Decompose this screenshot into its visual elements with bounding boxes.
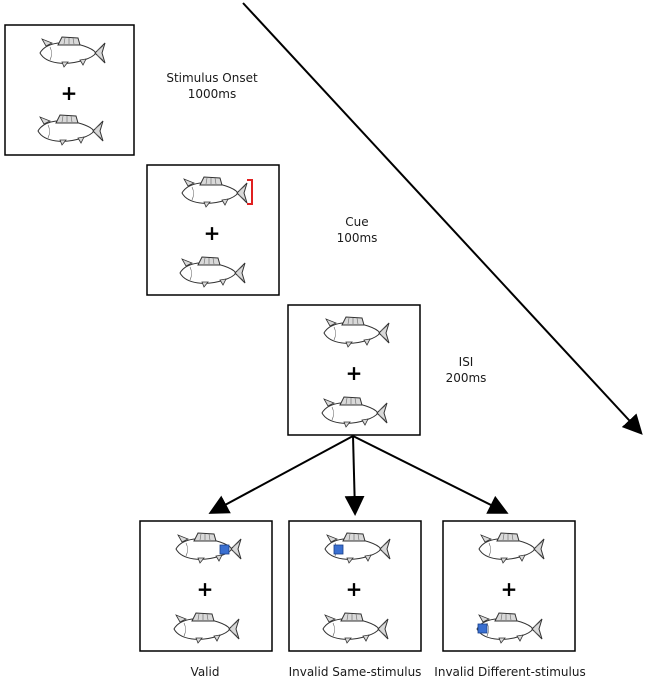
time-arrow [242, 2, 643, 435]
stage-isi-duration: 200ms [445, 371, 487, 385]
stage-onset-box: + [4, 24, 135, 156]
condition-valid-box: + [139, 520, 273, 652]
arrow-to-invalid-same [344, 435, 365, 516]
cue-bracket [247, 179, 253, 205]
arrow-to-invalid-different [352, 435, 509, 514]
stage-cue-label: Cue 100ms [337, 214, 378, 246]
fixation-cross: + [61, 81, 78, 105]
stage-isi-name: ISI [458, 355, 474, 369]
target-square [333, 544, 344, 555]
condition-valid-label: Valid [190, 665, 220, 679]
arrow-to-valid [208, 435, 354, 514]
fixation-cross: + [501, 577, 518, 601]
stage-cue-box: + [146, 164, 280, 296]
fixation-cross: + [346, 361, 363, 385]
stage-onset-name: Stimulus Onset [166, 71, 258, 85]
target-square [477, 623, 488, 634]
condition-invalid-same-box: + [288, 520, 422, 652]
fixation-cross: + [346, 577, 363, 601]
stage-onset-duration: 1000ms [187, 87, 237, 101]
stage-isi-box: + [287, 304, 421, 436]
fixation-cross: + [204, 221, 221, 245]
condition-invalid-different-label: Invalid Different-stimulus [434, 665, 586, 679]
stage-cue-duration: 100ms [336, 231, 378, 245]
stage-isi-label: ISI 200ms [446, 354, 487, 386]
condition-invalid-same-label: Invalid Same-stimulus [288, 665, 422, 679]
target-square [219, 544, 230, 555]
stage-onset-label: Stimulus Onset 1000ms [166, 70, 257, 102]
condition-invalid-different-box: + [442, 520, 576, 652]
fixation-cross: + [197, 577, 214, 601]
stage-cue-name: Cue [345, 215, 369, 229]
